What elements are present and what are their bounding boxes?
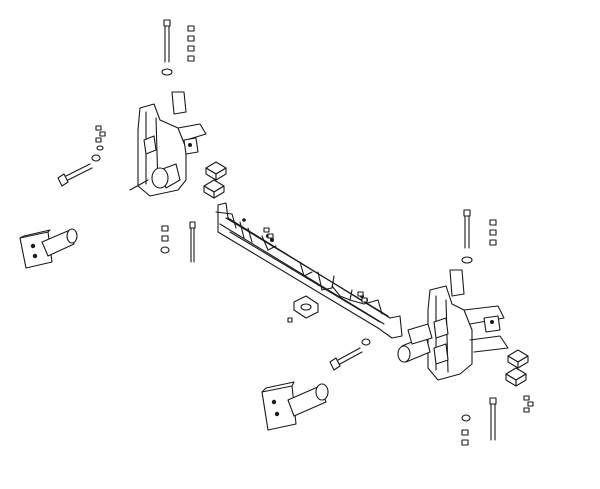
square-spacer-3: [507, 349, 529, 369]
bolt-bottom-right: [489, 397, 497, 441]
bolt-right-vertical: [461, 209, 473, 264]
frame-crossbar: [215, 202, 403, 339]
hardware-cluster-top-left: [187, 25, 195, 62]
square-spacer-2: [203, 179, 225, 199]
hardware-cluster-bottom-right: [523, 395, 534, 413]
right-tow-tab: [261, 381, 329, 431]
hardware-cluster-right: [489, 219, 497, 246]
hardware-cluster-center: [263, 227, 368, 323]
right-vertical-bracket: [397, 269, 509, 381]
gasket-plate: [293, 295, 319, 319]
left-tow-tab: [19, 228, 78, 269]
bolt-lower-horizontal: [329, 338, 371, 371]
hardware-cluster-bottom-left: [461, 414, 471, 446]
bolt-left-horizontal: [57, 145, 104, 187]
hardware-cluster-left: [95, 125, 106, 143]
hardware-cluster-center-left: [160, 225, 170, 254]
left-vertical-bracket: [129, 91, 207, 197]
bolt-center-vertical: [189, 221, 196, 263]
square-spacer-4: [505, 367, 527, 387]
bolt-top-left: [161, 19, 173, 76]
square-spacer-1: [205, 161, 227, 181]
